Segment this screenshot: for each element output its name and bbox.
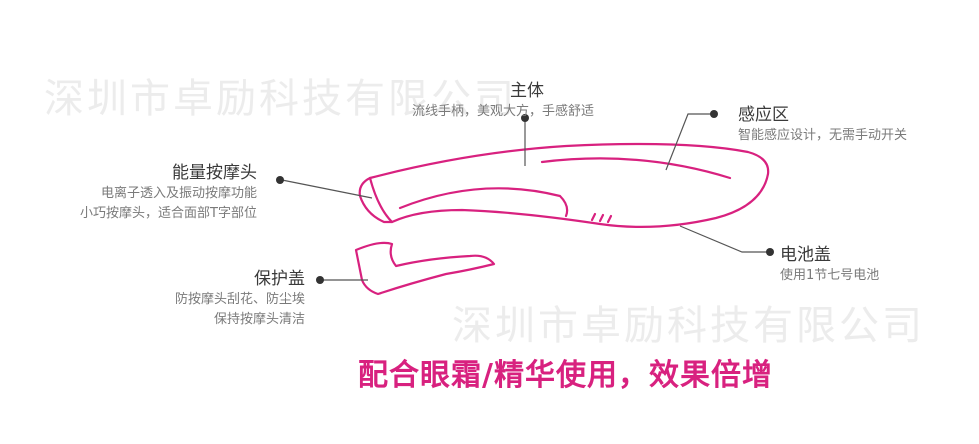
device-outline [358,142,770,229]
label-protective-cap: 保护盖 防按摩头刮花、防尘埃 保持按摩头清洁 [175,268,305,330]
label-sensor-area-desc: 智能感应设计，无需手动开关 [738,128,908,143]
label-protective-cap-desc-1: 防按摩头刮花、防尘埃 [174,292,305,307]
leader-sensor-area [665,113,712,171]
dot-main-body [521,114,529,122]
protective-cap-outline [354,241,496,296]
label-main-body: 主体 流线手柄，美观大方，手感舒适 [412,80,594,122]
dot-battery-cover [766,248,774,256]
label-protective-cap-desc-2: 保持按摩头清洁 [213,312,305,327]
watermark-bottom: 深圳市卓励科技有限公司 [452,303,925,349]
label-main-body-title: 主体 [510,81,544,101]
label-battery-cover-title: 电池盖 [780,245,831,265]
leader-battery-cover [679,225,770,253]
label-massage-head: 能量按摩头 电离子透入及振动按摩功能 小巧按摩头，适合面部T字部位 [80,162,257,224]
label-massage-head-desc-1: 电离子透入及振动按摩功能 [100,186,257,201]
parting-line [398,187,569,218]
label-battery-cover-desc: 使用1节七号电池 [780,268,880,283]
leader-lines [281,113,770,281]
grip-ridges [590,212,613,224]
label-sensor-area-title: 感应区 [738,105,789,125]
dot-sensor-area [710,110,718,118]
label-main-body-desc: 流线手柄，美观大方，手感舒适 [412,104,595,119]
label-massage-head-title: 能量按摩头 [172,163,257,183]
label-massage-head-desc-2: 小巧按摩头，适合面部T字部位 [80,206,257,221]
leader-massage-head [281,179,373,199]
slogan: 配合眼霜/精华使用，效果倍增 [358,358,773,393]
dot-massage-head [276,176,284,184]
watermark-top: 深圳市卓励科技有限公司 [44,76,517,122]
device-body [368,142,770,229]
leader-dots [276,110,774,284]
sensor-line [540,157,732,180]
label-sensor-area: 感应区 智能感应设计，无需手动开关 [738,104,907,146]
label-protective-cap-title: 保护盖 [254,269,305,289]
label-battery-cover: 电池盖 使用1节七号电池 [780,244,879,286]
dot-protective-cap [316,276,324,284]
